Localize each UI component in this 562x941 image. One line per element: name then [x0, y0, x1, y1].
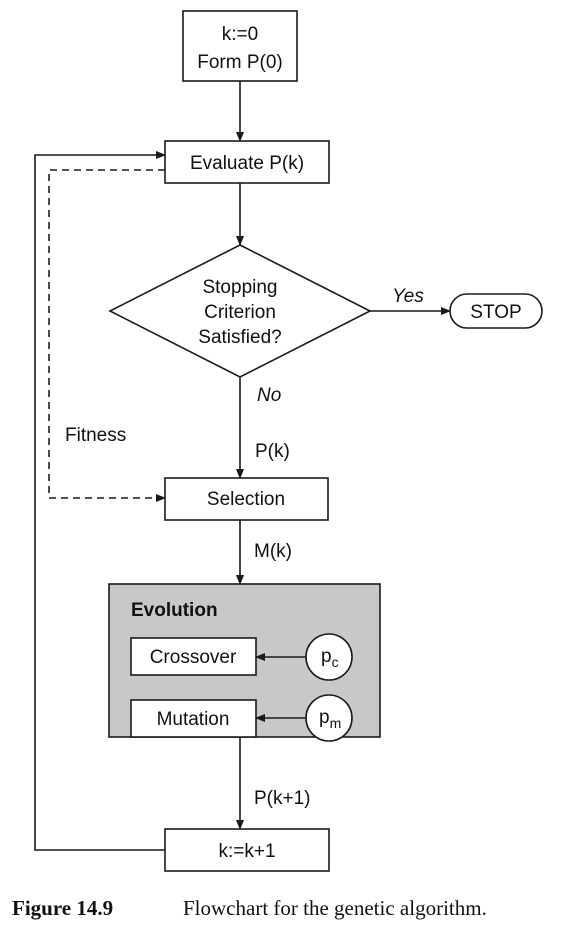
stop-label: STOP: [470, 302, 521, 323]
yes-label: Yes: [392, 286, 424, 307]
mutation-label: Mutation: [157, 709, 230, 730]
increment-box: [164, 828, 330, 872]
decision-line-3: Satisfied?: [198, 327, 281, 348]
decision-line-2: Criterion: [204, 302, 276, 323]
selection-box: [164, 477, 329, 521]
crossover-label: Crossover: [150, 647, 237, 668]
evolution-title: Evolution: [131, 600, 218, 621]
mk-label: M(k): [254, 541, 292, 562]
increment-label: k:=k+1: [218, 841, 275, 862]
init-label-form: Form P(0): [197, 52, 283, 73]
pm-sub: m: [330, 715, 342, 731]
fitness-dashed-arrow: [48, 169, 166, 502]
evaluate-label: Evaluate P(k): [190, 153, 304, 174]
pk-label: P(k): [255, 441, 290, 462]
figure-number: Figure 14.9: [12, 896, 114, 920]
init-label-k: k:=0: [222, 24, 258, 45]
figure-caption: Figure 14.9 Flowchart for the genetic al…: [0, 896, 562, 926]
crossover-box: [130, 637, 257, 676]
evaluate-box: [164, 140, 330, 184]
figure-caption-text: Flowchart for the genetic algorithm.: [183, 896, 487, 920]
pk1-label: P(k+1): [254, 788, 311, 809]
pc-base: p: [321, 646, 332, 667]
mutation-box: [130, 699, 257, 738]
selection-label: Selection: [207, 489, 285, 510]
decision-line-1: Stopping: [202, 277, 277, 298]
no-label: No: [257, 385, 281, 406]
stop-terminal: [449, 293, 543, 329]
loop-back-arrow: [34, 151, 166, 851]
pm-base: p: [319, 707, 330, 728]
init-box: [182, 10, 298, 82]
pm-label: pm: [319, 707, 341, 731]
pc-label: pc: [321, 646, 339, 670]
fitness-label: Fitness: [65, 425, 126, 446]
pc-sub: c: [332, 654, 339, 670]
